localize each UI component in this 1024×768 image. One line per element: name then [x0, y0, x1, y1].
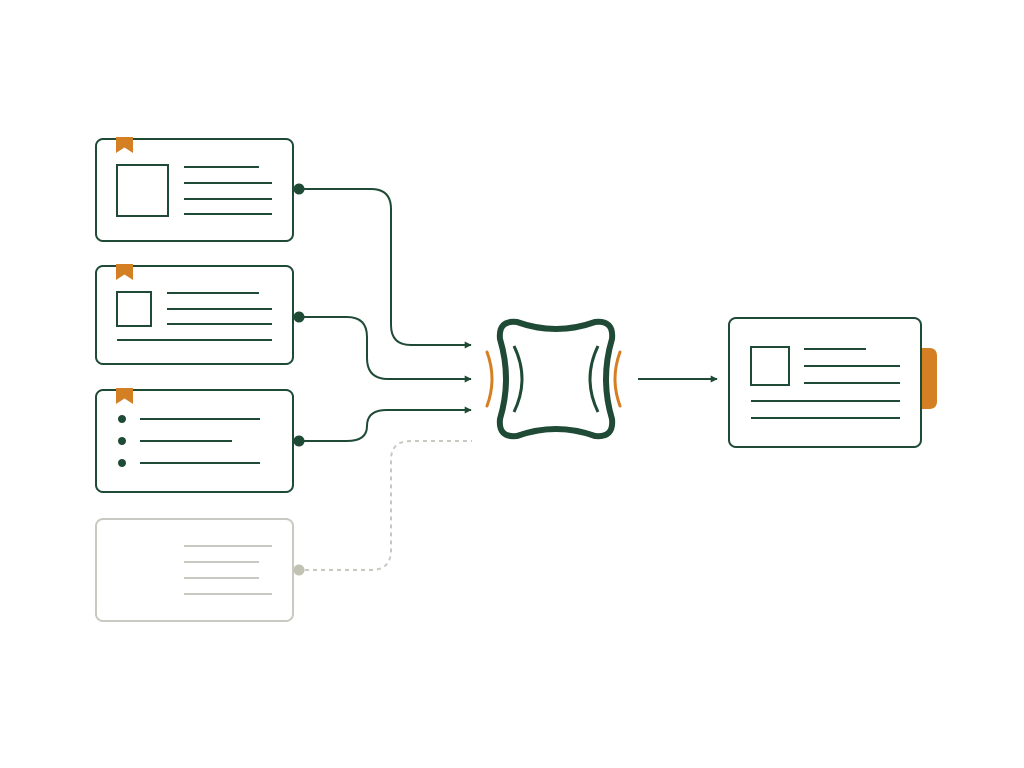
connectors	[299, 188, 718, 442]
bullet-list-icon	[118, 415, 260, 467]
text-lines-icon	[751, 348, 900, 419]
text-lines-icon	[184, 166, 272, 215]
text-lines-icon	[117, 292, 272, 341]
bookmark-icon	[116, 264, 133, 280]
signal-mark-right-icon	[613, 350, 622, 408]
source-card-4-inactive	[95, 518, 305, 622]
connector-dot	[293, 564, 305, 576]
connector-card-2-to-hub	[299, 316, 472, 383]
output-card	[728, 317, 937, 448]
source-card-1	[95, 137, 305, 242]
connector-card-3-to-hub	[299, 406, 472, 442]
card-frame	[95, 138, 294, 242]
image-placeholder-icon	[750, 346, 790, 386]
merge-hub-icon	[496, 318, 616, 440]
image-placeholder-icon	[116, 291, 152, 327]
merge-hub	[485, 318, 622, 440]
hub-inner-left-arc	[512, 345, 524, 413]
bookmark-icon	[116, 137, 133, 153]
connector-card-4-dashed	[305, 440, 472, 571]
source-card-2	[95, 264, 305, 365]
signal-mark-left-icon	[485, 350, 494, 408]
source-card-3	[95, 388, 305, 493]
card-frame	[95, 518, 294, 622]
hub-inner-right-arc	[588, 345, 600, 413]
text-lines-icon	[184, 545, 272, 595]
connector-card-1-to-hub	[299, 188, 472, 349]
bookmark-icon	[116, 388, 133, 404]
card-frame	[95, 265, 294, 365]
image-placeholder-icon	[116, 164, 169, 217]
